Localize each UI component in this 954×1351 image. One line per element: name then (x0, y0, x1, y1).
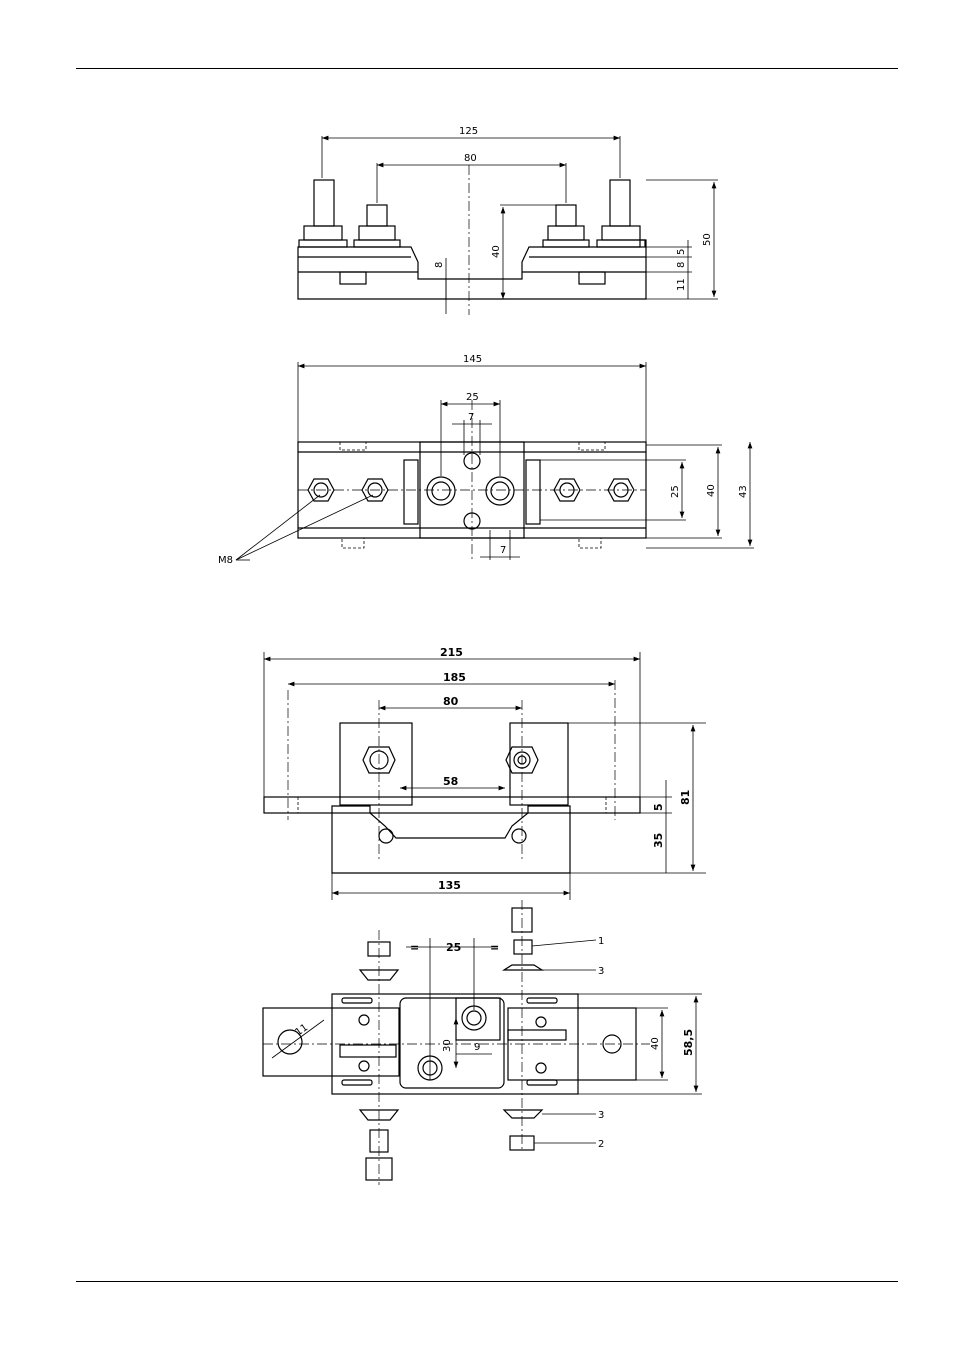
view-exploded-plan: 25 = = 30 9 11 40 58,5 1 3 3 2 (262, 900, 702, 1185)
dim-30: 30 (442, 1039, 453, 1052)
dim-25-right: 25 (670, 485, 681, 498)
dim-11: 11 (676, 278, 687, 291)
dim-5: 5 (676, 249, 687, 255)
dim-80: 80 (464, 153, 477, 164)
dim-50: 50 (702, 233, 713, 246)
view-top-plan: 145 25 7 7 25 40 43 (218, 354, 754, 566)
part-1-label: 1 (598, 936, 604, 947)
label-m8: M8 (218, 555, 233, 566)
dim-7b: 7 (500, 545, 506, 556)
dim-58: 58 (443, 775, 458, 788)
dim-35: 35 (652, 833, 665, 848)
dim-5: 5 (652, 803, 665, 811)
header-rule (76, 68, 898, 69)
part-3-label-top: 3 (598, 966, 604, 977)
dim-25: 25 (466, 392, 479, 403)
dim-43: 43 (738, 485, 749, 498)
dim-81: 81 (679, 790, 692, 805)
dim-9: 9 (474, 1042, 480, 1053)
dim-40: 40 (650, 1037, 661, 1050)
footer-rule (76, 1281, 898, 1282)
part-3-label-bottom: 3 (598, 1110, 604, 1121)
dim-40: 40 (491, 245, 502, 258)
dim-135: 135 (438, 879, 461, 892)
dim-58-5: 58,5 (682, 1029, 695, 1056)
view-side-elevation: 125 80 40 8 50 5 8 11 (297, 126, 718, 315)
view-bracket-elevation: 215 185 80 58 135 81 5 35 (263, 646, 706, 900)
dim-8b: 8 (676, 262, 687, 268)
dim-25-pitch: 25 (446, 941, 461, 954)
dim-215: 215 (440, 646, 463, 659)
dim-185: 185 (443, 671, 466, 684)
dim-40: 40 (706, 484, 717, 497)
eq-right: = (490, 941, 499, 954)
dim-8: 8 (434, 262, 445, 268)
dim-125: 125 (459, 126, 478, 137)
dim-80: 80 (443, 695, 459, 708)
part-2-label: 2 (598, 1139, 604, 1150)
dim-7a: 7 (468, 412, 474, 423)
dim-11: 11 (293, 1022, 310, 1038)
eq-left: = (410, 941, 419, 954)
dim-145: 145 (463, 354, 482, 365)
